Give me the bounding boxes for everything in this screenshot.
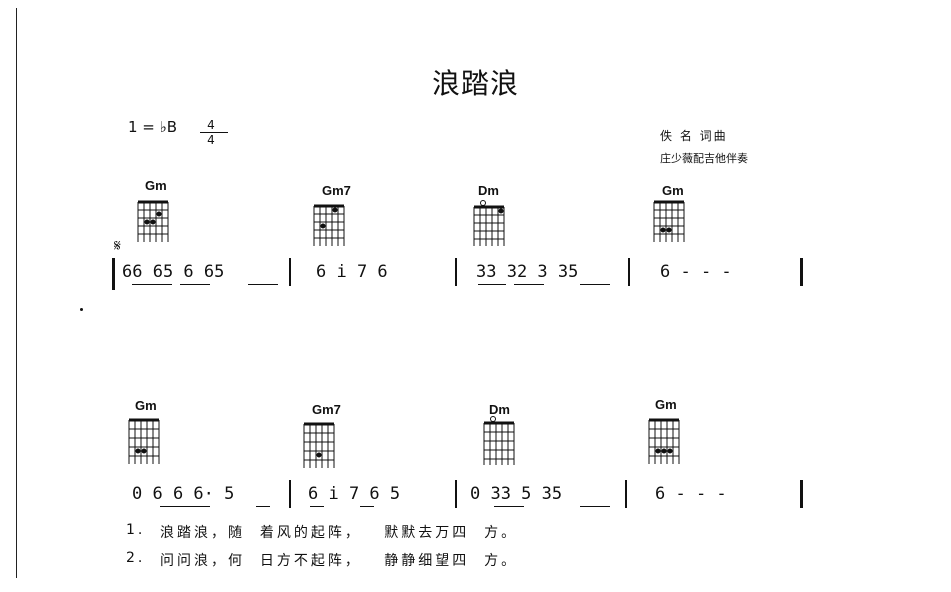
barline	[625, 480, 627, 508]
repeat-start-bar	[112, 258, 115, 290]
beam	[132, 284, 172, 285]
beam	[310, 506, 324, 507]
time-divider	[200, 132, 228, 133]
beam	[478, 284, 506, 285]
chord-name: Dm	[489, 402, 510, 417]
chord-name: Gm	[145, 178, 167, 193]
measure: 6 - - -	[660, 262, 732, 282]
chord-diagram	[483, 416, 515, 465]
measure: 0 33 5 35	[470, 484, 563, 504]
barline	[455, 480, 457, 508]
time-denominator: 4	[207, 133, 215, 147]
beam	[160, 506, 210, 507]
chord-diagram	[653, 200, 685, 242]
end-bar	[800, 480, 803, 508]
chord-name: Gm7	[322, 183, 351, 198]
measure: 6 i 7 6	[316, 262, 388, 282]
measure: 6 - - -	[655, 484, 727, 504]
time-numerator: 4	[207, 118, 215, 132]
chord-name: Gm	[655, 397, 677, 412]
beam	[360, 506, 374, 507]
measure: 6 i 7 6 5	[308, 484, 401, 504]
chord-diagram	[137, 200, 169, 242]
key-signature: 1 = ♭B	[128, 118, 178, 136]
lyric-line: 问问浪，何 日方不起阵， 静静细望四 方。	[160, 553, 519, 569]
barline	[455, 258, 457, 286]
chord-diagram	[473, 200, 505, 246]
time-signature: 4 4	[200, 118, 228, 147]
verse-number: 2.	[126, 550, 146, 566]
verse-number: 1.	[126, 522, 146, 538]
beam	[514, 284, 544, 285]
measure: 0 6 6 6· 5	[132, 484, 235, 504]
beam	[580, 284, 610, 285]
credit-arrangement: 庄少薇配吉他伴奏	[660, 152, 748, 165]
chord-diagram	[303, 422, 335, 468]
stray-dot	[80, 308, 83, 311]
beam	[180, 284, 210, 285]
segno-icon: 𝄋	[114, 236, 121, 255]
barline	[289, 258, 291, 286]
beam	[580, 506, 610, 507]
measure: 33 32 3 35	[476, 262, 579, 282]
chord-diagram	[128, 418, 160, 464]
beam	[256, 506, 270, 507]
chord-diagram	[313, 204, 345, 246]
beam	[494, 506, 524, 507]
lyric-line: 浪踏浪，随 着风的起阵， 默默去万四 方。	[160, 525, 519, 541]
barline	[628, 258, 630, 286]
chord-name: Gm	[135, 398, 157, 413]
left-margin-line	[16, 8, 17, 578]
barline	[289, 480, 291, 508]
credit-lyrics: 佚 名 词曲	[660, 129, 728, 143]
beam	[248, 284, 278, 285]
chord-diagram	[648, 418, 680, 464]
measure: 66 65 6 65	[122, 262, 225, 282]
song-title: 浪踏浪	[431, 67, 519, 100]
chord-name: Dm	[478, 183, 499, 198]
repeat-end-bar	[800, 258, 803, 286]
chord-name: Gm7	[312, 402, 341, 417]
chord-name: Gm	[662, 183, 684, 198]
